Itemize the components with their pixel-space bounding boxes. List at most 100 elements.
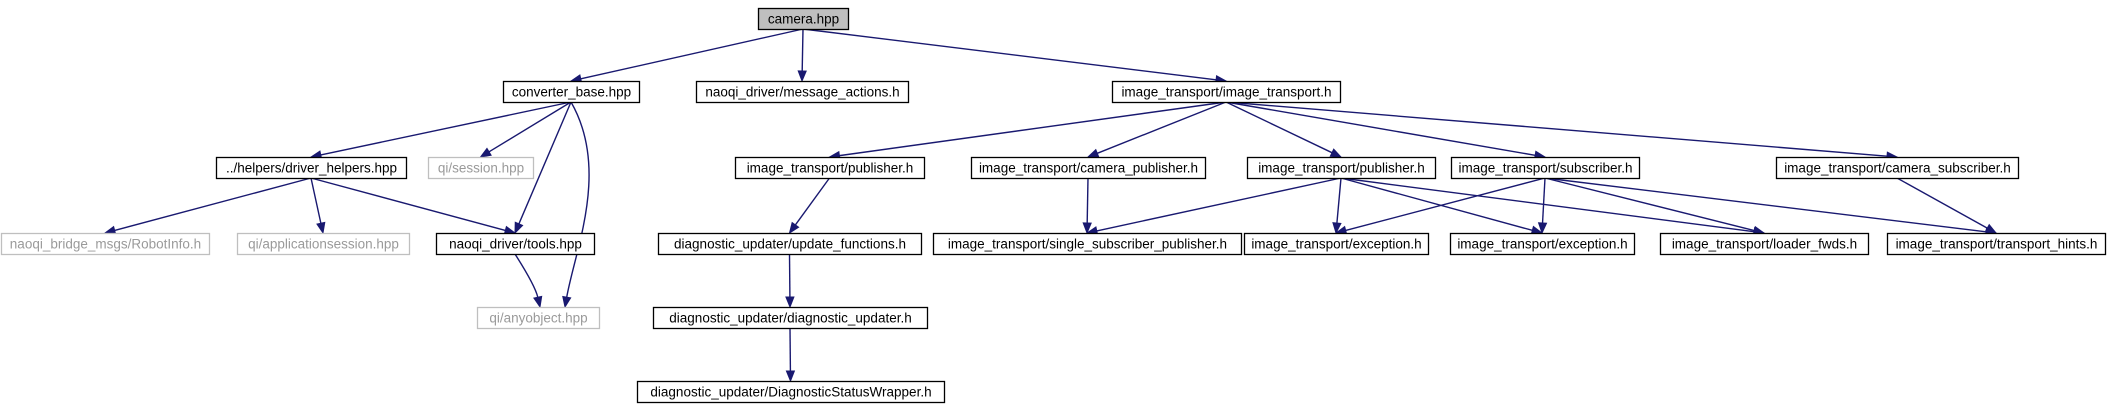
node-label: naoqi_driver/tools.hpp [449, 237, 582, 252]
node-diag_updater[interactable]: diagnostic_updater/diagnostic_updater.h [652, 306, 929, 330]
node-update_functions[interactable]: diagnostic_updater/update_functions.h [657, 232, 923, 256]
node-image_transport_h[interactable]: image_transport/image_transport.h [1111, 80, 1342, 104]
node-message_actions[interactable]: naoqi_driver/message_actions.h [695, 80, 910, 104]
edge-camera_subscriber-to-transport_hints [1896, 177, 1998, 234]
edge-arrowhead [785, 370, 796, 383]
edge-publisher_b-to-exception_a [1332, 177, 1342, 235]
edge-subscriber-to-transport_hints [1544, 177, 1998, 237]
edge-camera-to-image_transport_h [802, 28, 1228, 85]
edge-arrowhead [1329, 148, 1343, 158]
node-loader_fwds[interactable]: image_transport/loader_fwds.h [1659, 232, 1870, 256]
edge-line [1896, 177, 1988, 229]
node-box [1449, 232, 1636, 256]
edge-line [1544, 177, 1755, 232]
edge-driver_helpers-to-appsession [310, 177, 326, 235]
edge-arrowhead [1086, 148, 1100, 158]
edge-line [1340, 177, 1755, 233]
node-camera[interactable]: camera.hpp [757, 7, 850, 31]
node-publisher_a[interactable]: image_transport/publisher.h [734, 156, 926, 180]
node-transport_hints[interactable]: image_transport/transport_hints.h [1886, 232, 2107, 256]
edge-line [514, 253, 539, 298]
node-box [636, 380, 946, 404]
edge-diag_updater-to-diag_status [785, 327, 796, 383]
edge-arrowhead [1537, 222, 1548, 235]
node-label: image_transport/exception.h [1457, 237, 1627, 252]
node-box [932, 232, 1243, 256]
node-label: image_transport/publisher.h [747, 161, 914, 176]
node-box [1243, 232, 1430, 256]
node-label: diagnostic_updater/DiagnosticStatusWrapp… [650, 385, 931, 400]
edge-arrowhead [533, 295, 543, 309]
edge-line [802, 28, 1217, 81]
edge-arrowhead [1082, 222, 1092, 235]
node-qi_session: qi/session.hpp [427, 156, 535, 180]
edge-line [1086, 177, 1089, 224]
edge-arrowhead [514, 221, 524, 235]
node-box [0, 232, 211, 256]
node-box [1246, 156, 1437, 180]
edge-line [1544, 177, 1987, 233]
node-label: diagnostic_updater/diagnostic_updater.h [669, 311, 911, 326]
node-label: qi/applicationsession.hpp [248, 237, 399, 252]
node-box [1659, 232, 1870, 256]
node-tools[interactable]: naoqi_driver/tools.hpp [435, 232, 596, 256]
node-box [236, 232, 411, 256]
node-label: image_transport/image_transport.h [1121, 85, 1331, 100]
edge-line [310, 177, 506, 232]
edge-arrowhead [797, 70, 807, 83]
node-box [652, 306, 929, 330]
node-box [427, 156, 535, 180]
edge-line [114, 177, 312, 232]
edge-line [1225, 101, 1536, 156]
node-exception_a[interactable]: image_transport/exception.h [1243, 232, 1430, 256]
node-label: image_transport/publisher.h [1258, 161, 1425, 176]
node-anyobject: qi/anyobject.hpp [476, 306, 601, 330]
edge-arrowhead [316, 221, 326, 235]
edge-camera_publisher-to-single_sub_pub [1082, 177, 1092, 235]
edge-image_transport_h-to-camera_subscriber [1225, 101, 1899, 161]
edge-line [1225, 101, 1888, 157]
edge-converter_base-to-tools [514, 101, 572, 235]
edge-line [518, 101, 572, 225]
node-label: diagnostic_updater/update_functions.h [674, 237, 906, 252]
node-diag_status[interactable]: diagnostic_updater/DiagnosticStatusWrapp… [636, 380, 946, 404]
edge-line [1541, 177, 1546, 224]
node-camera_publisher[interactable]: image_transport/camera_publisher.h [970, 156, 1207, 180]
node-box [1775, 156, 2020, 180]
node-appsession: qi/applicationsession.hpp [236, 232, 411, 256]
edge-image_transport_h-to-camera_publisher [1086, 101, 1227, 158]
edge-update_functions-to-diag_updater [785, 253, 795, 309]
node-driver_helpers[interactable]: ../helpers/driver_helpers.hpp [215, 156, 408, 180]
node-box [1111, 80, 1342, 104]
node-label: camera.hpp [768, 12, 839, 27]
node-converter_base[interactable]: converter_base.hpp [502, 80, 641, 104]
edge-driver_helpers-to-robotinfo [103, 177, 312, 235]
node-label: image_transport/single_subscriber_publis… [948, 237, 1227, 252]
node-subscriber[interactable]: image_transport/subscriber.h [1450, 156, 1641, 180]
node-robotinfo: naoqi_bridge_msgs/RobotInfo.h [0, 232, 211, 256]
edge-line [1097, 101, 1227, 154]
edge-line [839, 101, 1227, 157]
node-label: naoqi_driver/message_actions.h [705, 85, 899, 100]
edge-line [310, 177, 322, 224]
node-publisher_b[interactable]: image_transport/publisher.h [1246, 156, 1437, 180]
edge-arrowhead [562, 295, 572, 309]
edge-publisher_b-to-loader_fwds [1340, 177, 1766, 237]
node-label: qi/anyobject.hpp [489, 311, 587, 326]
node-single_sub_pub[interactable]: image_transport/single_subscriber_publis… [932, 232, 1243, 256]
edge-line [488, 101, 572, 153]
edge-line [1096, 177, 1342, 232]
edge-line [1345, 177, 1546, 232]
edge-converter_base-to-qi_session [479, 101, 572, 158]
node-box [695, 80, 910, 104]
edge-arrowhead [785, 296, 795, 309]
node-label: image_transport/camera_subscriber.h [1784, 161, 2011, 176]
edge-converter_base-to-anyobject [562, 101, 590, 309]
edge-line [1225, 101, 1333, 154]
node-exception_b[interactable]: image_transport/exception.h [1449, 232, 1636, 256]
node-box [757, 7, 850, 31]
node-camera_subscriber[interactable]: image_transport/camera_subscriber.h [1775, 156, 2020, 180]
edge-driver_helpers-to-tools [310, 177, 517, 235]
edge-arrowhead [788, 221, 800, 235]
edge-line [794, 177, 831, 226]
